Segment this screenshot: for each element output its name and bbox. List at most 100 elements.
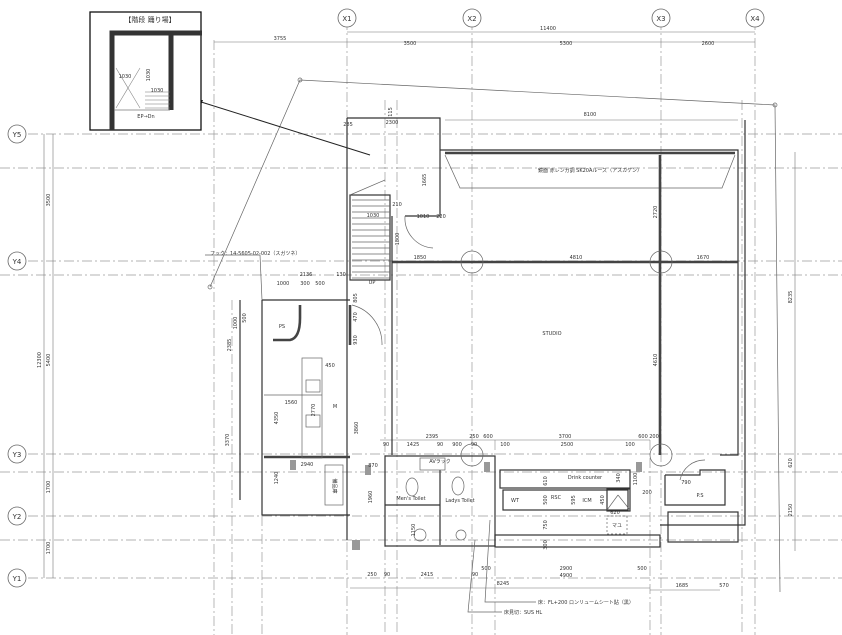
dim-label: 220 (436, 214, 446, 220)
edge-note: 床見切：SUS HL (504, 609, 542, 616)
dim-label: 250 (469, 434, 479, 440)
dim-label: 900 (452, 442, 462, 448)
dim-label: 500 (637, 566, 647, 572)
dim-label: 8100 (584, 112, 597, 118)
dim-label: 2720 (653, 206, 659, 219)
room-label-ps: P.S (697, 493, 704, 499)
dimension-lines (43, 31, 796, 591)
dim-label: 3700 (559, 434, 572, 440)
dim-label: 1030 (367, 213, 380, 219)
dim-label: 805 (353, 293, 359, 303)
dim-label: 8245 (497, 581, 510, 587)
dim-label: 1665 (422, 174, 428, 187)
dim-label: 2300 (386, 120, 399, 126)
dim-label: 300 (300, 281, 310, 287)
dim-label: 3860 (354, 422, 360, 435)
dim-label: 1800 (395, 233, 401, 246)
grid-label-x: X1 (342, 15, 351, 23)
dim-label: 620 (788, 458, 794, 468)
dim-label: 1670 (697, 255, 710, 261)
dim-label: 2150 (788, 504, 794, 517)
dim-label: 300 (543, 540, 549, 550)
inset-dim: 1030 (119, 74, 132, 80)
dim-label: 4350 (274, 412, 280, 425)
dim-label: 500 (242, 313, 248, 323)
grid-label-x: X3 (656, 15, 665, 23)
dim-label: 500 (315, 281, 325, 287)
mirror-note: 鏡面 赤レンガ調 SK20Aルーズ（アスカケン） (538, 167, 642, 174)
dim-label: 285 (343, 122, 353, 128)
dim-label: 500 (481, 566, 491, 572)
dim-label: 600 (638, 434, 648, 440)
site-boundary (207, 77, 781, 593)
dim-label: 790 (681, 480, 691, 486)
dim-label: 200 (642, 490, 652, 496)
dim-label: 1000 (277, 281, 290, 287)
dim-label: 130 (336, 272, 346, 278)
stair-up-label: UP (369, 280, 376, 286)
dim-label: 2940 (301, 462, 314, 468)
av-rack-label: AVラック (429, 459, 451, 465)
dim-label: 570 (719, 583, 729, 589)
dim-label: 200 (649, 434, 659, 440)
dim-label: 1960 (368, 491, 374, 504)
room-label-ladys-toilet: Ladys Toilet (445, 498, 474, 504)
inset-note: EP→Dn (137, 114, 154, 120)
dim-label: 1100 (633, 473, 639, 486)
drink-counter-label: Drink counter (568, 475, 603, 481)
dim-label: 2500 (561, 442, 574, 448)
mark-label: M (333, 404, 337, 410)
dim-label: 4900 (560, 573, 573, 579)
dim-label: 1685 (676, 583, 689, 589)
dim-label: 2600 (702, 41, 715, 47)
grid-label-x: X4 (750, 15, 760, 23)
grid-label-x: X2 (467, 15, 476, 23)
dim-label: 1425 (407, 442, 420, 448)
equipment-label: RSC (551, 495, 562, 501)
inset-dim: 1030 (151, 88, 164, 94)
dim-label: 115 (388, 107, 394, 117)
stair (349, 179, 391, 281)
grid-label-y: Y2 (12, 513, 22, 521)
grid-lines (0, 20, 842, 635)
dim-label: 11400 (540, 26, 556, 32)
dim-label: 3755 (274, 36, 287, 42)
dim-label: 210 (392, 202, 402, 208)
hook-note: フック：14-5605-02-002（スガツネ） (210, 250, 300, 257)
dim-label: 4810 (570, 255, 583, 261)
dim-label: 3370 (225, 434, 231, 447)
dim-label: 2770 (311, 404, 317, 417)
dim-label: 2385 (227, 339, 233, 352)
grid-label-y: Y1 (12, 575, 22, 583)
dim-label: 870 (368, 463, 378, 469)
dim-label: 1240 (274, 472, 280, 485)
floor-note: 床：FL+200 ロンリュームシート貼（黒） (538, 599, 634, 606)
grid-label-y: Y3 (12, 451, 22, 459)
dim-label: 1150 (411, 524, 417, 537)
dim-label: 450 (600, 495, 606, 505)
dim-label: 5400 (46, 354, 52, 367)
dim-label: 90 (437, 442, 443, 448)
dim-label: 750 (543, 520, 549, 530)
dim-label: 600 (483, 434, 493, 440)
dim-label: 8235 (788, 291, 794, 304)
columns (460, 250, 673, 467)
dim-label: 90 (472, 572, 478, 578)
dim-label: 1560 (285, 400, 298, 406)
dim-label: 100 (625, 442, 635, 448)
dim-label: 1850 (414, 255, 427, 261)
dim-label: 4610 (653, 354, 659, 367)
dim-label: 5300 (560, 41, 573, 47)
dim-label: 1010 (417, 214, 430, 220)
dim-label: 340 (616, 473, 622, 483)
dim-label: 470 (353, 312, 359, 322)
dim-label: 2136 (300, 272, 313, 278)
dim-label: 250 (367, 572, 377, 578)
mark-label: PS (279, 324, 285, 330)
room-label-mens-toilet: Men's Toilet (396, 496, 425, 502)
dim-label: 12300 (37, 352, 43, 368)
room-label-storage: 備品庫 (331, 478, 338, 493)
dim-label: 620 (610, 510, 620, 516)
